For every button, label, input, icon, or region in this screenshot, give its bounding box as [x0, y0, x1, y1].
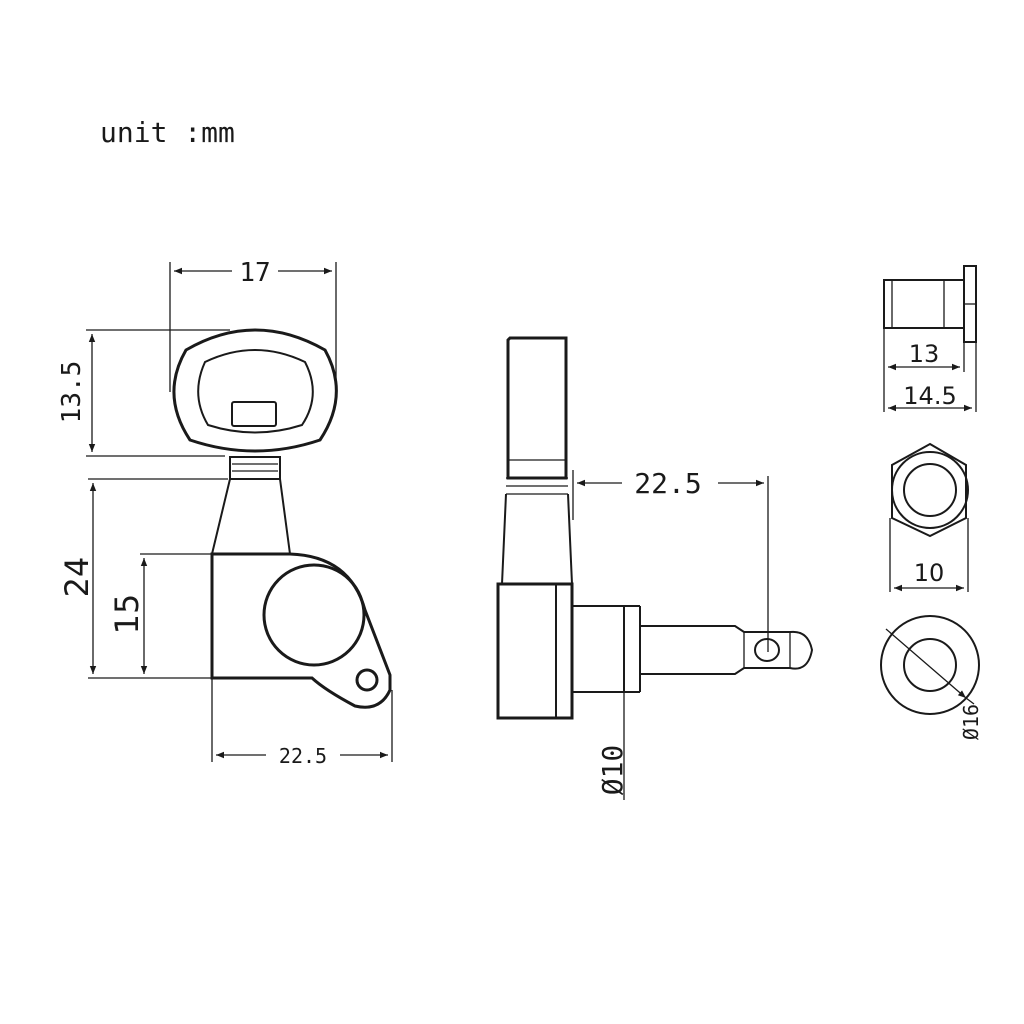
bushing-side: [571, 605, 625, 693]
dim-body-height: 15: [108, 594, 146, 635]
bushing-thread: [883, 279, 965, 329]
bushing-views: 13 14.5 10 Ø16: [880, 265, 983, 740]
dim-total-length: 14.5: [903, 382, 956, 410]
dim-body-width: 22.5: [279, 744, 327, 768]
key-side-profile: [506, 336, 568, 480]
dim-thread-length: 13: [909, 340, 940, 368]
hex-nut: [891, 442, 967, 538]
key-shaft: [211, 478, 291, 555]
gear-cover-circle: [262, 563, 366, 667]
string-post: [640, 625, 814, 675]
tuner-key-outline: [172, 328, 338, 453]
key-slot: [231, 401, 277, 427]
hex-nut-hole: [903, 463, 957, 517]
key-neck: [229, 456, 281, 480]
tuner-housing: [210, 552, 392, 709]
dim-hex-width: 10: [914, 559, 945, 587]
screw-hole: [355, 668, 379, 692]
dim-total-height: 24: [58, 557, 96, 598]
hex-nut-outer-ring: [891, 451, 969, 529]
unit-label: unit :mm: [100, 116, 235, 149]
post-hole: [754, 638, 780, 662]
dim-post-distance: 22.5: [634, 467, 701, 500]
dim-key-width: 17: [239, 258, 270, 288]
dim-washer-diameter: Ø16: [959, 704, 983, 740]
washer-inner: [903, 638, 957, 692]
shaft-side: [501, 493, 573, 585]
front-view: 17 13.5 24 15 22.5: [57, 258, 393, 768]
dim-key-height: 13.5: [57, 361, 87, 424]
tuner-key-inner: [197, 349, 314, 434]
dim-shaft-diameter: Ø10: [596, 745, 629, 796]
washer-outer: [880, 615, 980, 715]
side-view: 22.5 Ø10: [496, 336, 814, 800]
housing-side: [496, 582, 574, 720]
